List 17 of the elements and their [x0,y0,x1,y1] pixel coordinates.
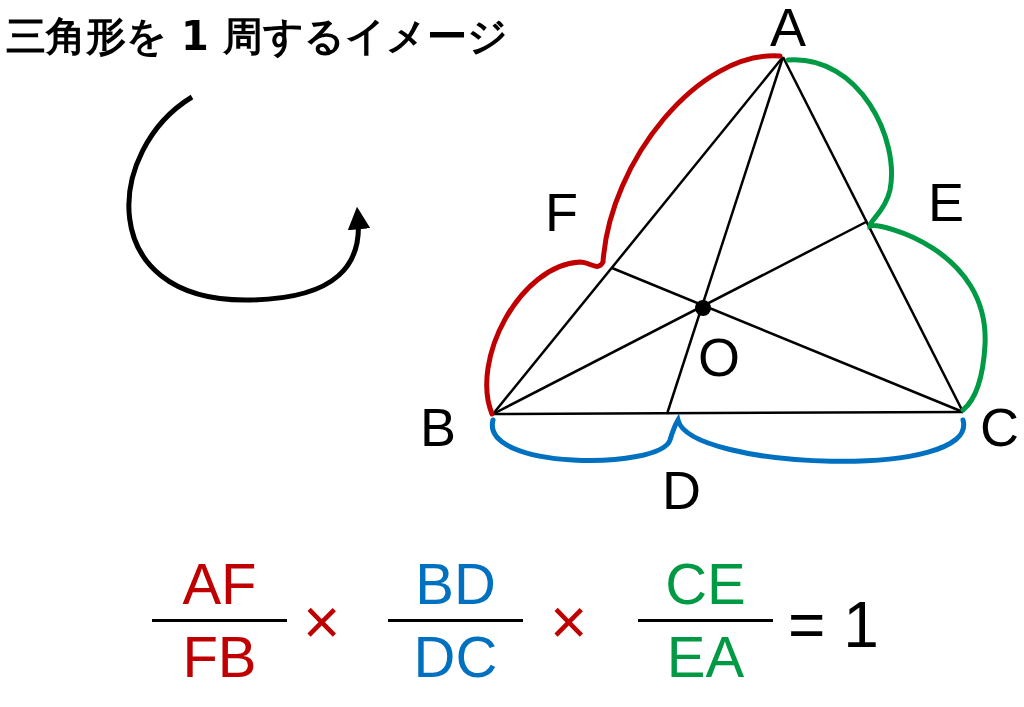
point-label: A [770,0,807,54]
point-label: E [928,175,965,229]
formula-term: CE [665,555,746,613]
multiplication-sign: × [303,590,341,654]
point-label: B [420,400,457,454]
title: 三角形を 1 周するイメージ [6,14,508,58]
point-label: O [698,330,740,384]
formula-term: EA [666,628,745,686]
formula-term: BD [415,555,496,613]
equals-one: = 1 [788,593,879,657]
point-label: C [980,400,1019,454]
formula-term: AF [182,555,257,613]
point-label: D [662,463,701,517]
multiplication-sign: × [550,590,588,654]
formula-term: DC [413,628,498,686]
formula-term: FB [182,628,257,686]
point-label: F [545,185,578,239]
